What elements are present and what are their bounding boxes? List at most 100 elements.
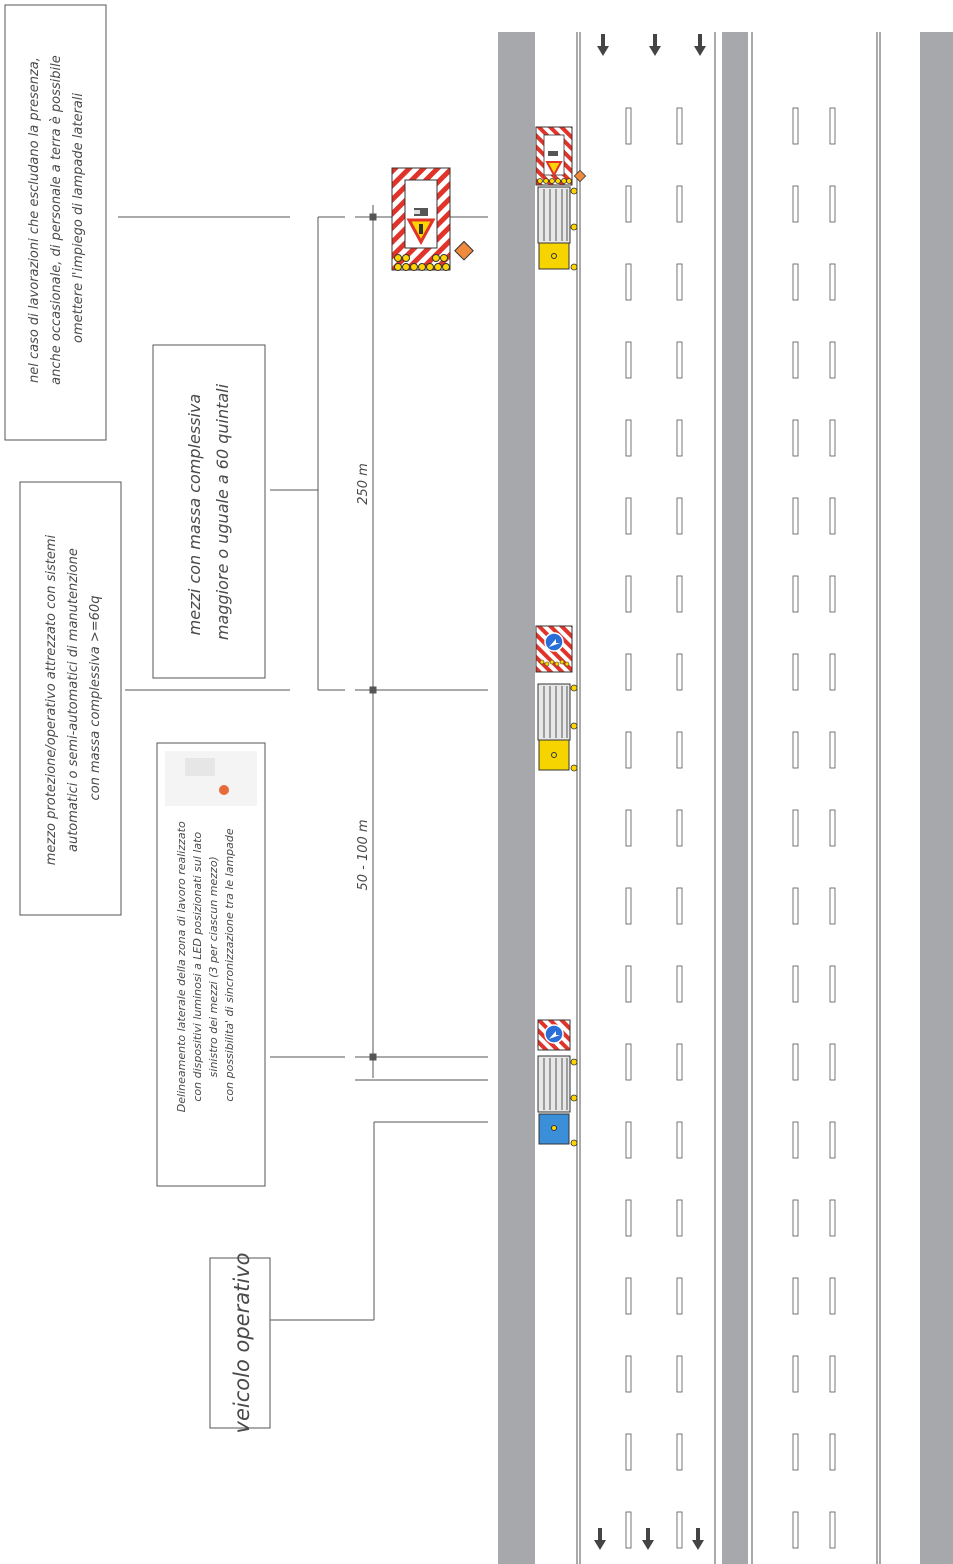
lane-dash xyxy=(830,810,835,846)
lane-dash xyxy=(830,1356,835,1392)
lane-dash xyxy=(626,108,631,144)
lane-dash xyxy=(677,1200,682,1236)
lane-dash xyxy=(677,498,682,534)
lane-dash xyxy=(793,1044,798,1080)
lane-dash xyxy=(677,264,682,300)
lane-dash xyxy=(830,1122,835,1158)
protection-vehicle-line-2: automatici o semi-automatici di manutenz… xyxy=(66,548,81,852)
arrow-down-icon xyxy=(649,34,661,56)
delineation-line-1: Delineamento laterale della zona di lavo… xyxy=(175,821,188,1112)
heavy-vehicles-line-2: maggiore o uguale a 60 quintali xyxy=(213,383,232,640)
lane-dash xyxy=(677,1434,682,1470)
arrow-down-icon xyxy=(692,1528,704,1550)
lane-dash xyxy=(677,732,682,768)
left-shoulder-strip xyxy=(498,32,535,1564)
lamp-thumbnail xyxy=(165,751,257,806)
truck-operative xyxy=(538,1020,577,1146)
lane-dash xyxy=(793,186,798,222)
lane-dash xyxy=(830,498,835,534)
svg-text:nel caso di lavorazioni che es: nel caso di lavorazioni che escludano la… xyxy=(27,51,86,385)
lamps-note-line-3: omettere l'impiego di lampade laterali xyxy=(71,93,86,343)
operative-vehicle-label: veicolo operativo xyxy=(230,1253,254,1434)
lane-dash xyxy=(626,576,631,612)
delineation-line-2: con dispositivi luminosi a LED posiziona… xyxy=(191,832,204,1102)
lane-dash xyxy=(626,186,631,222)
heavy-vehicles-note-box xyxy=(153,345,265,678)
lane-dash xyxy=(830,576,835,612)
enlarged-warning-sign-panel xyxy=(392,168,473,271)
lane-dash xyxy=(830,1278,835,1314)
lane-dash xyxy=(677,888,682,924)
lane-dash xyxy=(677,966,682,1002)
lane-dash xyxy=(793,654,798,690)
lane-dash xyxy=(830,1434,835,1470)
direction-arrows-top xyxy=(597,34,706,56)
lane-dash xyxy=(626,1122,631,1158)
delineation-line-4: con possibilita' di sincronizzazione tra… xyxy=(223,828,236,1102)
lane-dash xyxy=(830,186,835,222)
lane-dash xyxy=(830,1044,835,1080)
lane-dash xyxy=(677,1356,682,1392)
lane-dash xyxy=(793,810,798,846)
lane-dash xyxy=(677,420,682,456)
lane-dash xyxy=(677,342,682,378)
lane-dash xyxy=(677,1512,682,1548)
lane-dash xyxy=(793,732,798,768)
lane-dash xyxy=(793,1278,798,1314)
lane-dash xyxy=(793,264,798,300)
lane-dash xyxy=(626,1200,631,1236)
dimension-50-100m-label: 50 - 100 m xyxy=(356,819,371,890)
dimension-250m-label: 250 m xyxy=(356,463,371,505)
lane-dash xyxy=(626,888,631,924)
lane-dash xyxy=(793,576,798,612)
lane-dash xyxy=(626,732,631,768)
lane-dash xyxy=(677,810,682,846)
lane-dash xyxy=(830,1512,835,1548)
lane-dash xyxy=(626,342,631,378)
lane-dash xyxy=(626,1278,631,1314)
lane-dash xyxy=(793,342,798,378)
lane-dash xyxy=(626,498,631,534)
lane-dash xyxy=(830,654,835,690)
lane-dash xyxy=(626,264,631,300)
median-strip xyxy=(722,32,748,1564)
lane-dash xyxy=(677,1278,682,1314)
truck-protection xyxy=(536,626,577,771)
lane-dash xyxy=(793,108,798,144)
lane-dash xyxy=(793,1200,798,1236)
lane-dash xyxy=(677,654,682,690)
arrow-down-icon xyxy=(694,34,706,56)
lane-dash xyxy=(793,420,798,456)
orange-flag-icon xyxy=(455,242,473,260)
lane-dash xyxy=(793,1356,798,1392)
lane-dash xyxy=(677,1044,682,1080)
arrow-down-icon xyxy=(597,34,609,56)
truck-rear-warning xyxy=(536,127,586,270)
lane-dash xyxy=(830,888,835,924)
lane-dash xyxy=(626,1512,631,1548)
lane-dash xyxy=(830,420,835,456)
lane-dash xyxy=(626,1044,631,1080)
lane-dash xyxy=(677,108,682,144)
lane-dash xyxy=(626,654,631,690)
lane-dash xyxy=(830,966,835,1002)
lane-dash xyxy=(626,810,631,846)
heavy-vehicles-line-1: mezzi con massa complessiva xyxy=(185,394,204,636)
lane-dash xyxy=(793,1512,798,1548)
direction-arrows-bottom xyxy=(594,1528,704,1550)
lamps-note-line-2: anche occasionale, di personale a terra … xyxy=(49,55,64,385)
lane-dash xyxy=(830,1200,835,1236)
lane-dash xyxy=(677,186,682,222)
protection-vehicle-line-3: con massa complessiva >=60q xyxy=(88,596,103,801)
delineation-line-3: sinistro dei mezzi (3 per ciascun mezzo) xyxy=(207,856,220,1077)
lane-dash xyxy=(793,498,798,534)
lane-dash xyxy=(793,1434,798,1470)
arrow-down-icon xyxy=(594,1528,606,1550)
lane-dash xyxy=(793,966,798,1002)
lane-dash xyxy=(677,1122,682,1158)
lane-dash xyxy=(830,342,835,378)
right-shoulder-strip xyxy=(920,32,953,1564)
lane-dash xyxy=(830,108,835,144)
